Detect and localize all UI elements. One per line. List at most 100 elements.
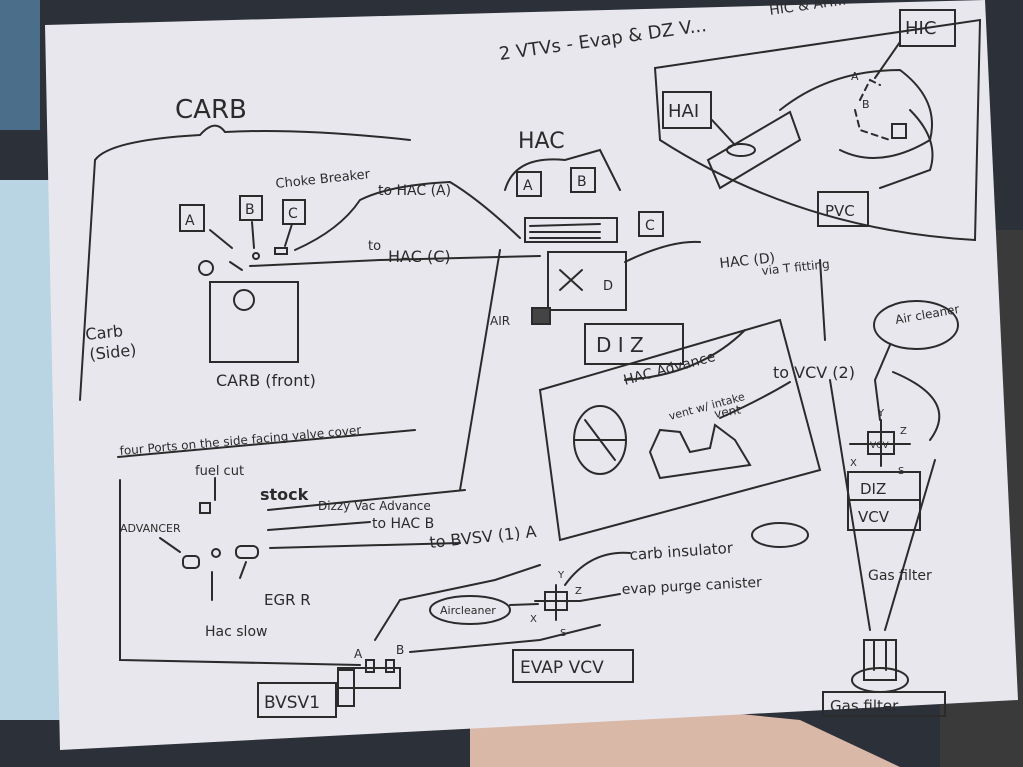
bvsv-stem — [337, 669, 355, 707]
bvsv-b-label: B — [396, 643, 404, 657]
vcv-x-label: X — [850, 458, 857, 469]
hac-port-a-box — [516, 171, 542, 197]
air-cleaner-hose — [873, 344, 891, 421]
carb-nipple — [198, 260, 214, 276]
hac-port-c: C — [645, 218, 655, 234]
hai-box — [662, 91, 712, 129]
to-hac-c-prefix: to — [368, 239, 381, 254]
pvc-box — [817, 191, 869, 227]
hic-label: HIC — [905, 18, 936, 39]
fuel-cut-port — [199, 502, 211, 514]
hic-arrow — [874, 41, 901, 79]
vcv-z-label: Z — [900, 426, 907, 437]
diz-right-label: DIZ — [860, 480, 886, 498]
hac-d-label: HAC (D) — [719, 250, 776, 272]
hose-vent — [719, 381, 791, 419]
monitor-edge — [0, 0, 40, 130]
egr-label: EGR R — [264, 591, 311, 609]
evap-vcv-label: EVAP VCV — [520, 658, 604, 678]
hac-fins — [529, 223, 601, 239]
hac-port-b-box — [570, 167, 596, 193]
hai-arrow — [711, 119, 736, 146]
carb-port-c-box — [282, 199, 306, 225]
carb-port-a-box — [179, 204, 205, 232]
egr-port — [211, 548, 221, 558]
vcv-s-label: S — [898, 466, 904, 477]
hai-label: HAI — [668, 101, 699, 122]
carb-front-label: CARB (front) — [216, 371, 316, 390]
air-cleaner-bubble-right — [873, 300, 959, 350]
hac-port-c-box — [638, 211, 664, 237]
carb-side-label-2: (Side) — [88, 340, 137, 364]
evap-s-label: S — [560, 628, 566, 639]
gas-filter-note: Gas filter — [868, 568, 932, 584]
carb-side-label-1: Carb — [84, 321, 123, 344]
carb-heading: CARB — [175, 95, 247, 125]
gas-filter-box — [822, 691, 946, 717]
carb-port-mark — [229, 261, 243, 271]
intake-tube — [706, 110, 802, 190]
egr-arrow — [239, 561, 247, 579]
air-label: AIR — [490, 314, 510, 328]
evap-z-label: Z — [575, 586, 582, 597]
lower-air-cleaner-label: Aircleaner — [440, 604, 496, 617]
gas-filter-label: Gas filter — [830, 697, 899, 715]
hose-hac-d — [624, 240, 701, 263]
evap-x-label: X — [530, 614, 537, 625]
aircleaner-arrow — [509, 603, 539, 606]
hac-air-filter — [531, 307, 551, 325]
evap-purge-label: evap purge canister — [621, 575, 762, 598]
hose-dizzy-vac — [459, 249, 501, 491]
diz-label: D I Z — [596, 333, 644, 357]
hose-carb-insulator — [564, 551, 631, 586]
hac-valve-mark — [559, 269, 583, 291]
carb-port-c: C — [288, 206, 298, 222]
carb-brace — [94, 124, 411, 161]
evap-vcv-ports — [534, 584, 581, 621]
vcv-y-label: Y — [877, 408, 885, 419]
vcv-z-hose — [892, 371, 941, 441]
advancer-arrow — [159, 537, 181, 553]
evap-vcv-box — [512, 649, 634, 683]
hose-bvsv — [269, 542, 461, 549]
bvsv-a-label: A — [354, 647, 363, 661]
hac-fin-block — [524, 217, 618, 243]
four-ports-underline — [117, 429, 416, 458]
hac-slow-port — [235, 545, 259, 559]
hac-port-d: D — [603, 279, 613, 294]
hose-dizzy — [267, 489, 466, 511]
arrow-a — [209, 229, 233, 249]
carb-insulator-part — [751, 522, 809, 548]
screen-spreadsheet — [0, 180, 60, 720]
gas-filter-body — [863, 639, 897, 681]
hac-port-b: B — [577, 174, 587, 190]
carb-port-c-nub — [274, 247, 288, 255]
bvsv-port-b — [385, 659, 395, 673]
carb-venturi — [233, 289, 255, 311]
hac-heading: HAC — [518, 129, 565, 154]
advancer-port — [182, 555, 200, 569]
dizzy-vac-label: Dizzy Vac Advance — [318, 499, 431, 513]
carb-port-a: A — [185, 213, 195, 229]
hic-point-b: B — [862, 98, 870, 111]
carb-front-box — [209, 281, 299, 363]
hose-hac-b — [267, 521, 371, 531]
evap-y-label: Y — [557, 570, 565, 581]
to-hac-b-label: to HAC B — [372, 516, 434, 532]
stock-label: stock — [260, 485, 309, 504]
to-vcv2-label: to VCV (2) — [773, 363, 855, 382]
four-ports-frame — [119, 479, 361, 666]
hose-to-hac-c — [249, 255, 541, 267]
to-hac-c-label: HAC (C) — [388, 247, 451, 266]
air-cleaner-bubble-lower — [429, 595, 511, 625]
hac-brace — [504, 148, 621, 191]
hose-purge — [579, 593, 621, 602]
hose-to-bvsv-a — [374, 564, 541, 641]
hic-fitting — [891, 123, 907, 139]
hose-hac-advance — [624, 329, 746, 381]
gas-filter-ports — [873, 639, 887, 671]
hose-to-gas-filter-right — [884, 459, 936, 631]
hose-evap-to-bvsv-b — [409, 624, 601, 653]
carb-port-b: B — [245, 202, 255, 218]
